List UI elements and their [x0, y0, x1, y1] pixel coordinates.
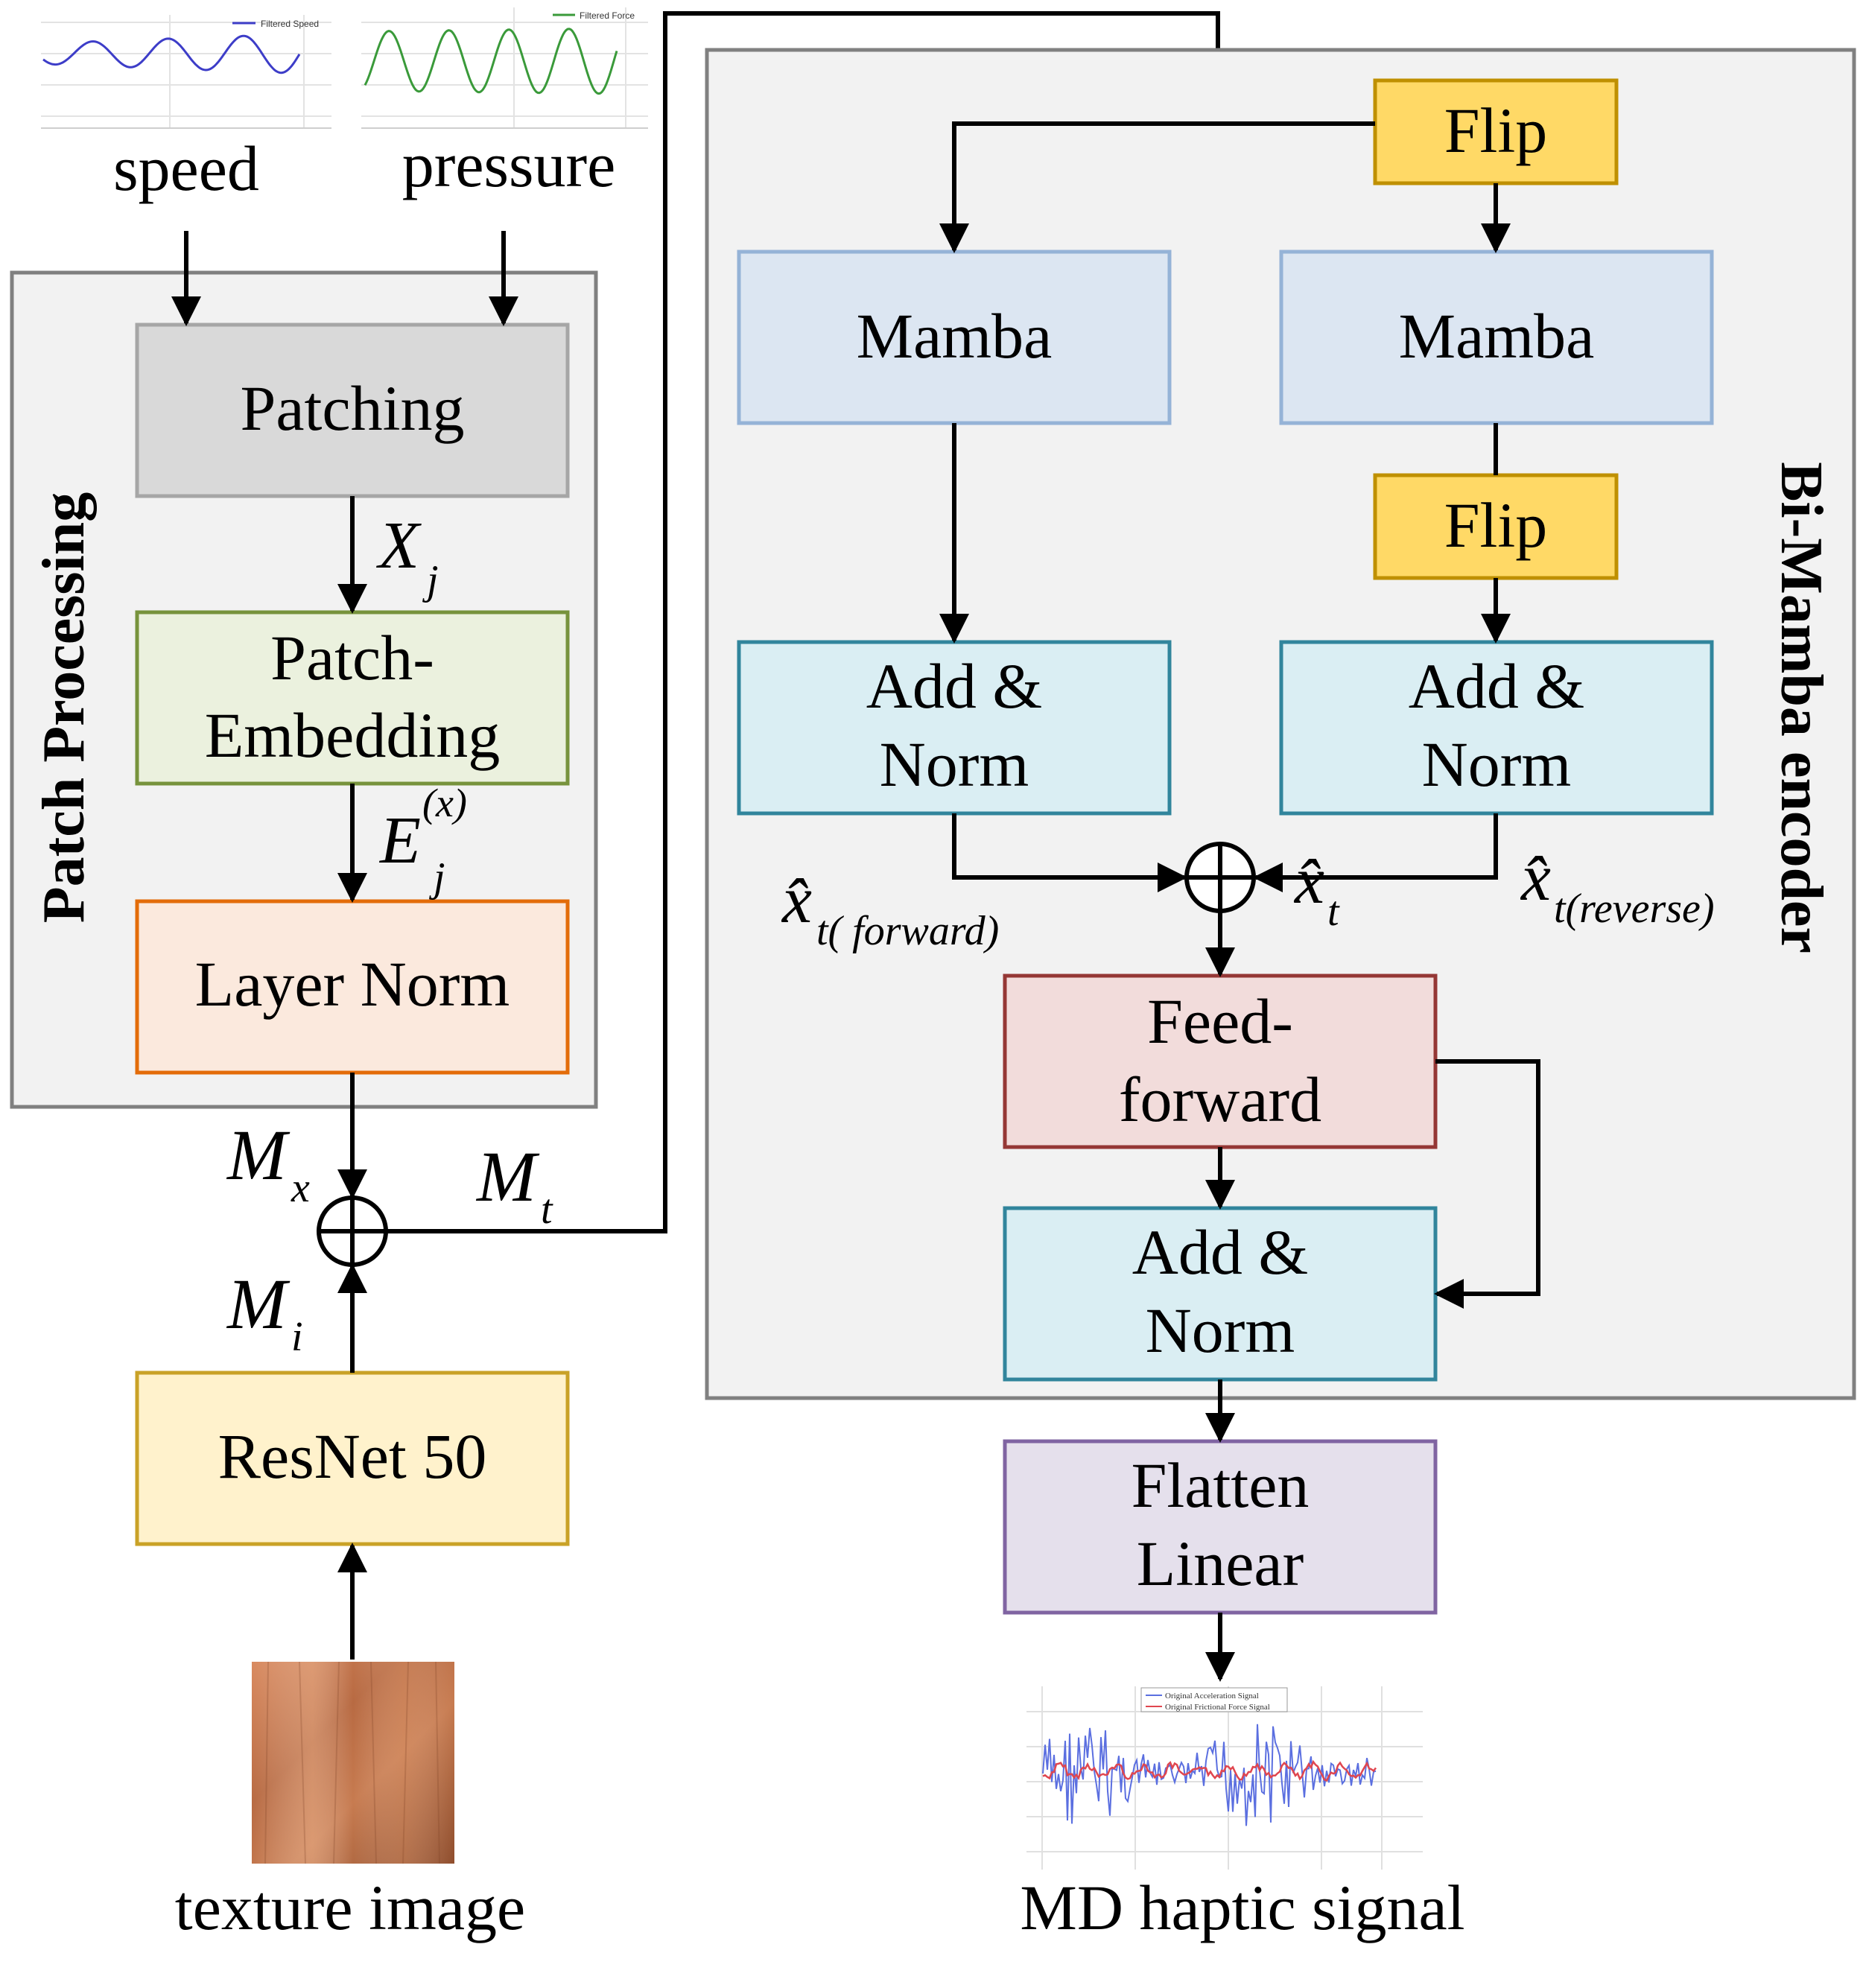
patching-block: Patching	[135, 323, 570, 498]
speed-legend: Filtered Speed	[261, 19, 319, 29]
patch-embedding-line2: Embedding	[205, 699, 501, 771]
add-norm-bottom-line2: Norm	[1146, 1295, 1295, 1366]
texture-image	[252, 1661, 454, 1864]
patching-label: Patching	[241, 372, 465, 444]
speed-label: speed	[113, 133, 259, 204]
layer-norm-label: Layer Norm	[195, 948, 510, 1020]
add-norm-right-line1: Add &	[1409, 650, 1585, 722]
mamba-right-block: Mamba	[1279, 250, 1714, 425]
speed-plot: Filtered Speed	[41, 15, 331, 129]
add-norm-bottom-line1: Add &	[1132, 1216, 1309, 1288]
pressure-plot: Filtered Force	[361, 7, 648, 129]
mamba-left-label: Mamba	[857, 300, 1053, 372]
texture-image-label: texture image	[175, 1872, 525, 1943]
patch-embedding-block: Patch- Embedding	[135, 610, 570, 786]
add-norm-right-block: Add & Norm	[1279, 640, 1714, 816]
feed-forward-line1: Feed-	[1147, 985, 1293, 1057]
flip-top-label: Flip	[1444, 95, 1548, 166]
arrow-reverse-to-sum	[1253, 813, 1498, 892]
pressure-legend: Filtered Force	[580, 10, 635, 21]
flatten-linear-block: Flatten Linear	[1003, 1439, 1438, 1615]
flip-top-block: Flip	[1373, 78, 1619, 185]
add-norm-bottom-block: Add & Norm	[1003, 1206, 1438, 1382]
legend-acceleration: Original Acceleration Signal	[1165, 1692, 1259, 1700]
add-norm-left-line2: Norm	[880, 728, 1029, 800]
arrow-forward-to-sum	[952, 813, 1187, 892]
patch-processing-title: Patch Processing	[31, 492, 97, 923]
flip-mid-block: Flip	[1373, 473, 1619, 580]
feed-forward-line2: forward	[1119, 1064, 1321, 1135]
haptic-signal-plot: Original Acceleration Signal Original Fr…	[1026, 1686, 1423, 1870]
resnet-label: ResNet 50	[218, 1420, 487, 1492]
pressure-label: pressure	[402, 129, 616, 200]
x-hat-reverse-symbol: x̂t(reverse)	[1520, 841, 1715, 932]
flatten-line1: Flatten	[1132, 1449, 1310, 1521]
sum-node-left	[317, 1195, 388, 1267]
sum-node-right	[1184, 842, 1256, 913]
bi-mamba-title: Bi-Mamba encoder	[1768, 462, 1834, 953]
flatten-line2: Linear	[1137, 1528, 1304, 1599]
mamba-left-block: Mamba	[737, 250, 1172, 425]
arrow-residual-skip	[1434, 1059, 1540, 1309]
resnet-block: ResNet 50	[135, 1371, 570, 1546]
add-norm-right-line2: Norm	[1422, 728, 1572, 800]
feed-forward-block: Feed- forward	[1003, 974, 1438, 1149]
flip-mid-label: Flip	[1444, 489, 1548, 561]
legend-frictional-force: Original Frictional Force Signal	[1165, 1703, 1270, 1712]
arrow-flip-to-mamba-left	[939, 121, 1375, 253]
layer-norm-block: Layer Norm	[135, 899, 570, 1075]
patch-embedding-line1: Patch-	[270, 622, 434, 693]
mamba-right-label: Mamba	[1399, 300, 1595, 372]
x-hat-t-symbol: x̂t	[1293, 844, 1340, 935]
e-j-x-symbol: E(x)j	[378, 781, 467, 901]
x-hat-forward-symbol: x̂t( forward)	[781, 863, 999, 954]
add-norm-left-line1: Add &	[866, 650, 1043, 722]
haptic-signal-label: MD haptic signal	[1020, 1872, 1464, 1943]
add-norm-left-block: Add & Norm	[737, 640, 1172, 816]
